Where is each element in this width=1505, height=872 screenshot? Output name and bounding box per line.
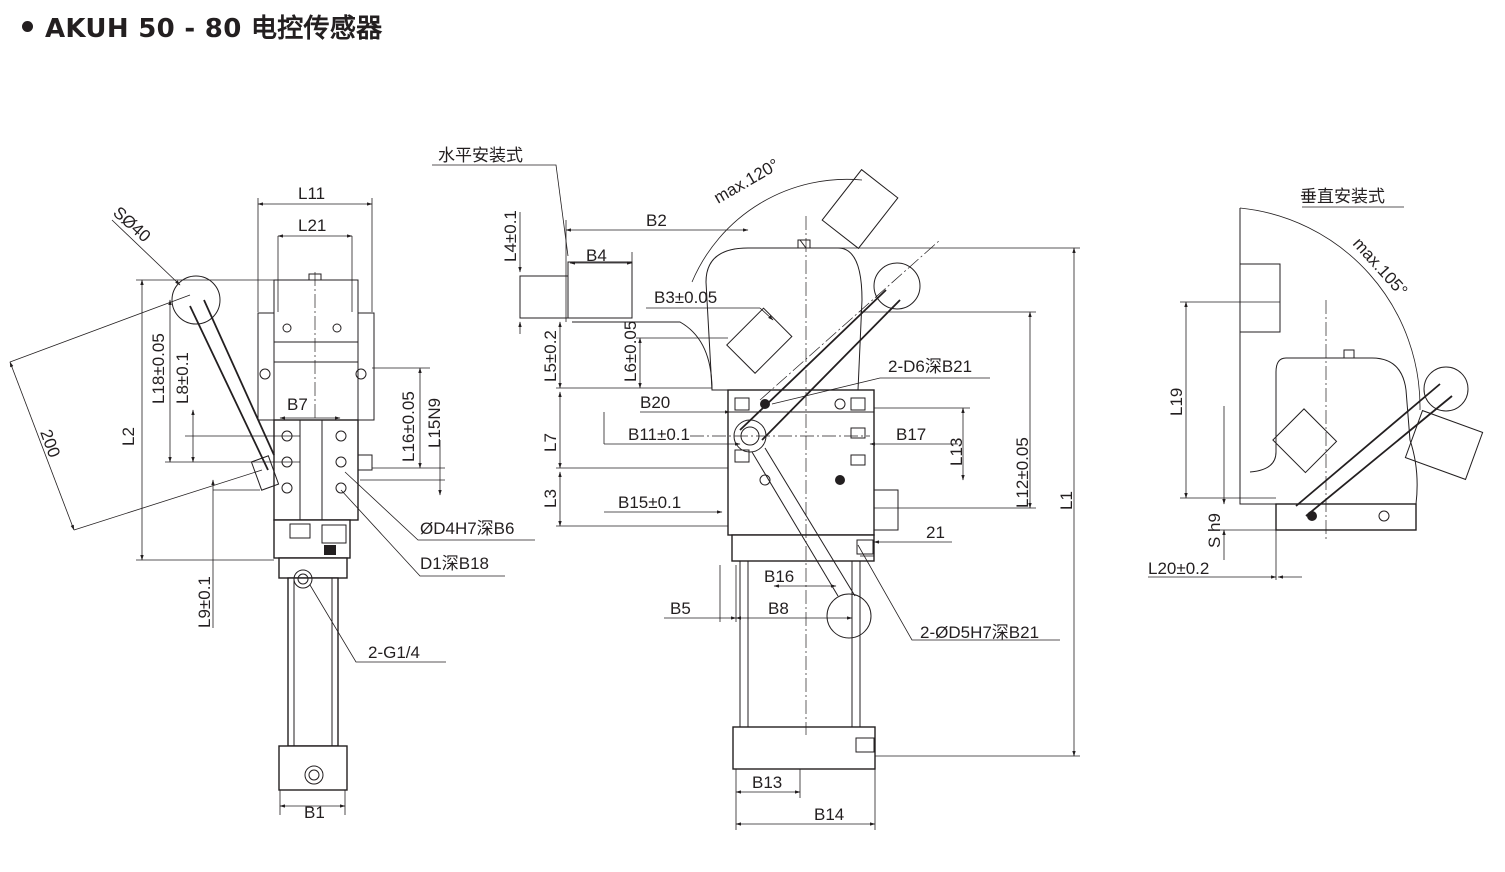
label-l1: L1 — [1057, 491, 1076, 510]
label-d1: D1深B18 — [420, 554, 489, 573]
label-d4h7: ØD4H7深B6 — [420, 519, 514, 538]
label-l13: L13 — [947, 438, 966, 466]
label-l6: L6±0.05 — [621, 321, 640, 382]
label-b14: B14 — [814, 805, 844, 824]
label-sh9: S h9 — [1205, 513, 1224, 548]
label-max105: max.105° — [1349, 234, 1411, 300]
title-block: AKUH 50 - 80 电控传感器 — [22, 8, 382, 45]
label-b2: B2 — [646, 211, 667, 230]
label-g14: 2-G1/4 — [368, 643, 420, 662]
dimension-labels: L11 L21 SØ40 L18±0.05 L8±0.1 L2 200 B7 L… — [36, 146, 1411, 824]
label-21: 21 — [926, 523, 945, 542]
label-l8: L8±0.1 — [173, 352, 192, 404]
label-l15: L15N9 — [425, 398, 444, 448]
label-l5: L5±0.2 — [541, 330, 560, 382]
label-l7: L7 — [541, 433, 560, 452]
label-max120: max.120° — [711, 155, 783, 207]
label-b13: B13 — [752, 773, 782, 792]
label-l4: L4±0.1 — [501, 210, 520, 262]
label-b11: B11±0.1 — [628, 425, 690, 444]
label-b3: B3±0.05 — [654, 288, 717, 307]
label-d6: 2-D6深B21 — [888, 357, 972, 376]
label-l2: L2 — [119, 427, 138, 446]
label-l21: L21 — [298, 216, 326, 235]
label-l11: L11 — [298, 184, 325, 203]
label-b15: B15±0.1 — [618, 493, 681, 512]
label-200: 200 — [36, 427, 64, 460]
label-b8: B8 — [768, 599, 789, 618]
label-b4: B4 — [586, 246, 607, 265]
label-b1: B1 — [304, 803, 325, 822]
side-view — [9, 198, 535, 815]
label-l20: L20±0.2 — [1148, 559, 1209, 578]
label-l12: L12±0.05 — [1013, 437, 1032, 508]
label-d5h7: 2-ØD5H7深B21 — [920, 623, 1039, 642]
label-horizontal-mount: 水平安装式 — [438, 146, 523, 165]
bullet-icon — [22, 21, 33, 32]
label-l9: L9±0.1 — [195, 576, 214, 628]
label-l19: L19 — [1167, 388, 1186, 416]
label-b16: B16 — [764, 567, 794, 586]
label-l18: L18±0.05 — [149, 333, 168, 404]
label-l3: L3 — [541, 489, 560, 508]
label-b7: B7 — [287, 395, 308, 414]
label-b20: B20 — [640, 393, 670, 412]
page-title: AKUH 50 - 80 电控传感器 — [45, 14, 383, 44]
label-l16: L16±0.05 — [399, 391, 418, 462]
label-so40: SØ40 — [109, 203, 154, 246]
front-view — [432, 164, 1080, 830]
label-vertical-mount: 垂直安装式 — [1300, 187, 1385, 206]
vertical-mount-view — [1148, 206, 1484, 580]
label-b5: B5 — [670, 599, 691, 618]
label-b17: B17 — [896, 425, 926, 444]
